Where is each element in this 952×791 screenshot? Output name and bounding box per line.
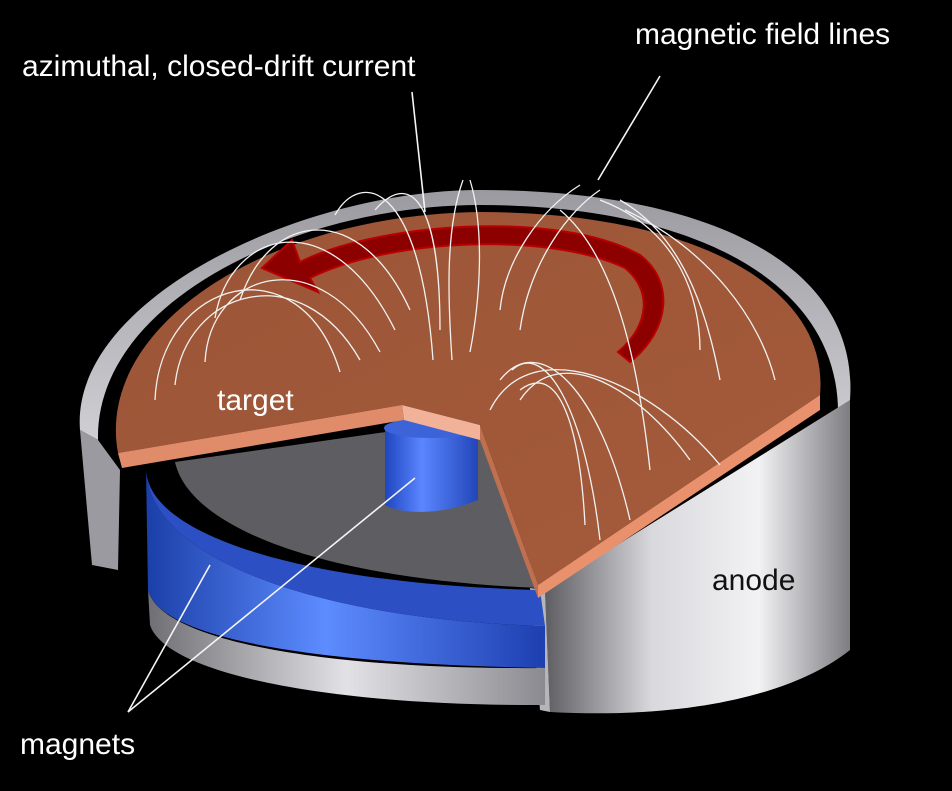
- target-edge-right: [480, 425, 538, 598]
- leader-lines: [127, 75, 661, 713]
- drift-current-arrow: [260, 225, 665, 364]
- field-lines-pointer: [597, 75, 661, 181]
- current-pointer: [411, 91, 426, 213]
- magnet-outer-ring-top: [146, 470, 545, 626]
- label-magnetic-field-lines: magnetic field lines: [635, 18, 891, 51]
- magnets-pointer-center: [127, 477, 416, 713]
- label-target: target: [217, 384, 294, 417]
- base-plate: [148, 590, 545, 706]
- label-anode: anode: [712, 564, 796, 597]
- field-lines: [154, 179, 776, 541]
- anode-wall-right: [545, 400, 850, 714]
- label-closed-drift-current: azimuthal, closed-drift current: [22, 50, 416, 83]
- magnet-outer-ring: [146, 470, 545, 668]
- magnet-center: [385, 425, 478, 512]
- anode-wall-left: [80, 430, 120, 570]
- magnets-pointer-outer: [127, 564, 211, 713]
- target-edge-rim: [538, 395, 820, 598]
- label-magnets: magnets: [20, 728, 136, 761]
- target-edge-center: [402, 405, 480, 440]
- target-edge-left: [118, 405, 404, 468]
